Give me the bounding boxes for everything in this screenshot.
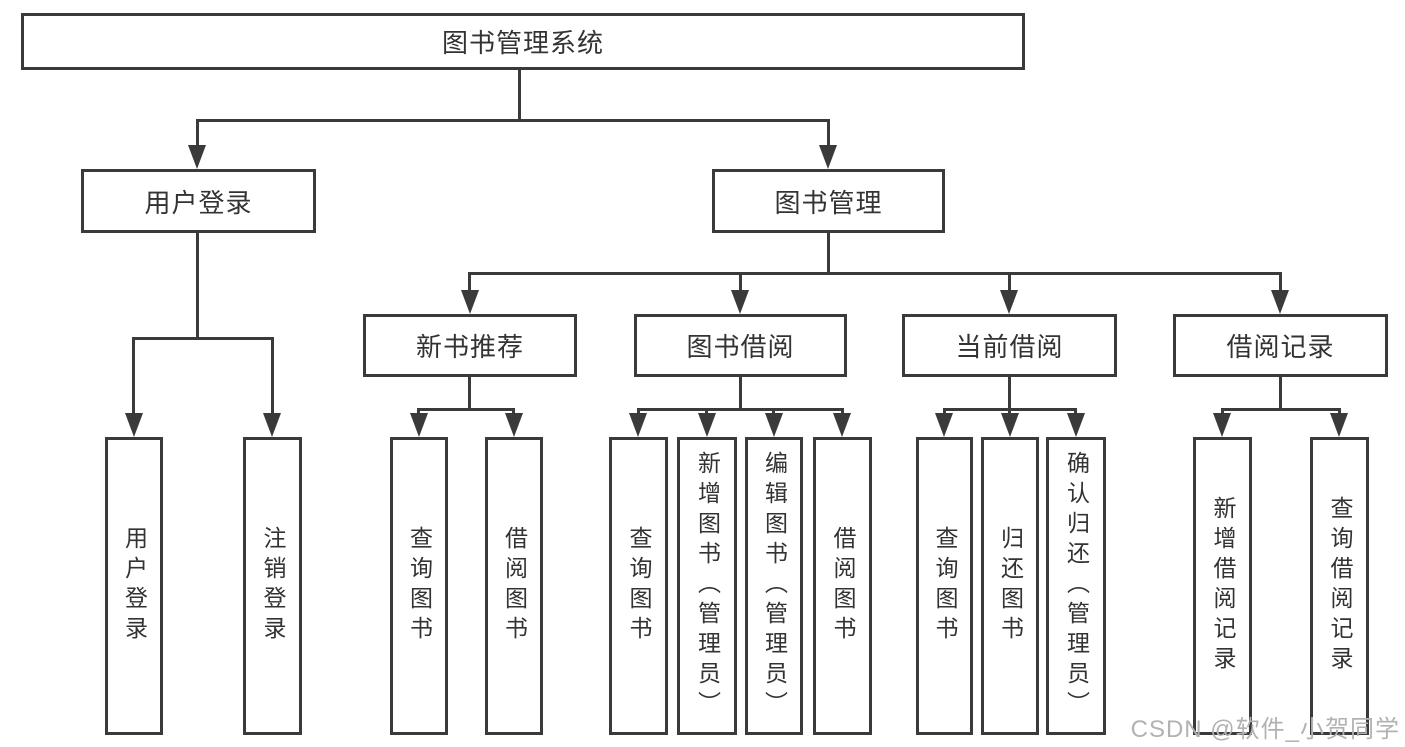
leaf-user-login: 用户登录 [105,437,163,735]
node-book-management: 图书管理 [712,169,945,233]
leaf-logout: 注销登录 [243,437,302,735]
arrow-down-icon [935,413,953,437]
arrow-down-icon [263,413,281,437]
connector-line [827,119,830,150]
arrow-down-icon [125,413,143,437]
leaf-edit-book-admin: 编辑图书（管理员） [745,437,803,735]
leaf-return-books: 归还图书 [981,437,1039,735]
arrow-down-icon [188,145,206,169]
arrow-down-icon [629,413,647,437]
connector-line [1008,272,1011,295]
leaf-query-borrow-record: 查询借阅记录 [1310,437,1369,735]
connector-line [468,272,471,295]
arrow-down-icon [1330,413,1348,437]
arrow-down-icon [1000,290,1018,314]
connector-line [132,337,135,415]
connector-line [1221,408,1341,411]
arrow-down-icon [765,413,783,437]
node-book-borrowing: 图书借阅 [634,314,847,377]
node-new-book-recommend: 新书推荐 [363,314,577,377]
connector-line [468,272,1282,275]
leaf-query-books-recommend: 查询图书 [390,437,448,735]
connector-line [1008,377,1011,408]
leaf-query-books-current: 查询图书 [916,437,973,735]
arrow-down-icon [461,290,479,314]
connector-line [637,408,844,411]
arrow-down-icon [505,413,523,437]
arrow-down-icon [1213,413,1231,437]
connector-line [132,337,274,340]
connector-line [417,408,515,411]
arrow-down-icon [833,413,851,437]
node-user-login: 用户登录 [81,169,316,233]
node-current-borrowing: 当前借阅 [902,314,1117,377]
connector-line [739,377,742,408]
arrow-down-icon [1001,413,1019,437]
connector-line [196,119,830,122]
leaf-query-books-borrow: 查询图书 [609,437,668,735]
watermark: CSDN @软件_小贺同学 [1130,716,1400,743]
arrow-down-icon [731,290,749,314]
leaf-add-borrow-record: 新增借阅记录 [1193,437,1252,735]
connector-line [1279,377,1282,408]
connector-line [518,70,521,119]
leaf-borrow-books: 借阅图书 [813,437,872,735]
leaf-confirm-return-admin: 确认归还（管理员） [1046,437,1106,735]
connector-line [1279,272,1282,295]
connector-line [271,337,274,415]
leaf-add-book-admin: 新增图书（管理员） [677,437,737,735]
node-borrowing-records: 借阅记录 [1173,314,1388,377]
node-library-system-root: 图书管理系统 [21,13,1025,70]
connector-line [739,272,742,295]
arrow-down-icon [698,413,716,437]
arrow-down-icon [819,145,837,169]
arrow-down-icon [410,413,428,437]
leaf-borrow-books-recommend: 借阅图书 [485,437,543,735]
connector-line [468,377,471,408]
connector-line [196,233,199,337]
connector-line [196,119,199,150]
connector-line [827,233,830,272]
arrow-down-icon [1067,413,1085,437]
arrow-down-icon [1271,290,1289,314]
